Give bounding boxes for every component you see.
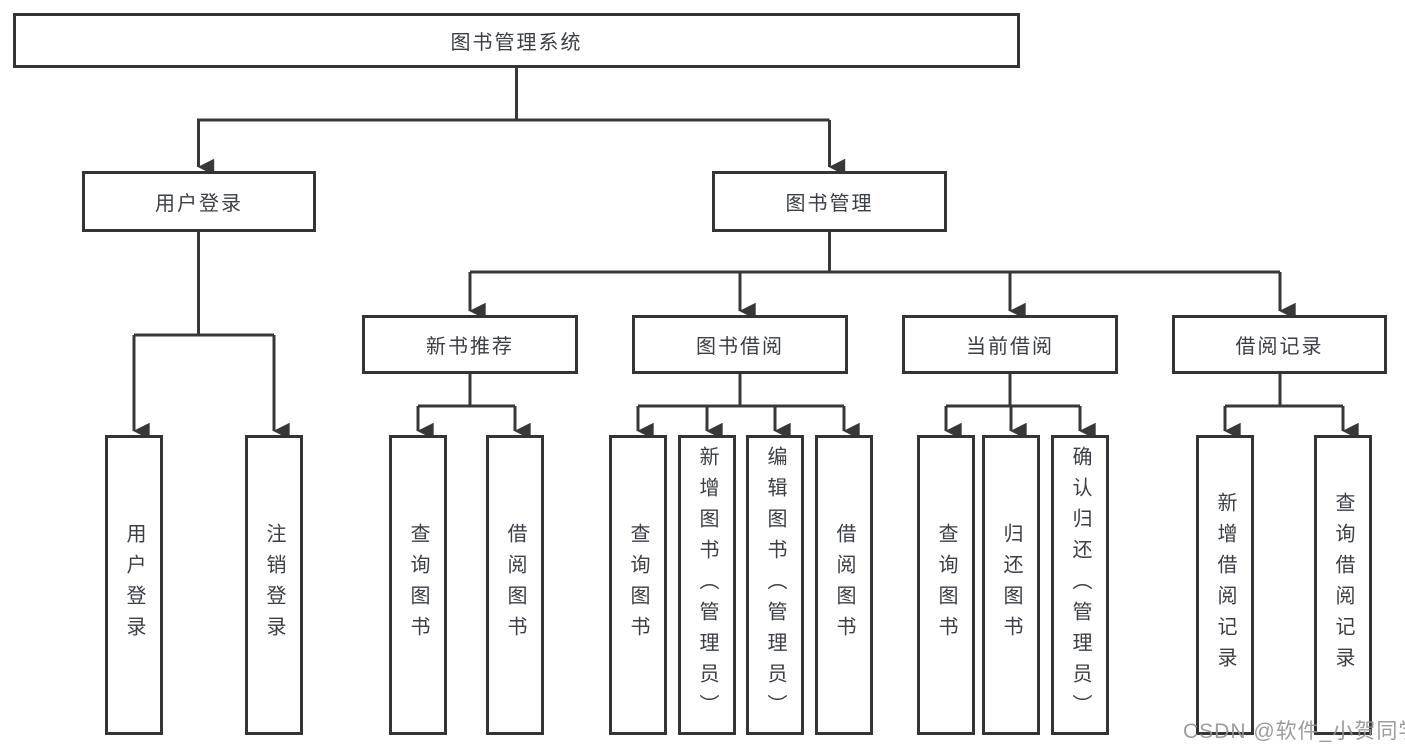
node-leaf-user-login-label: 用户登录 (123, 523, 145, 647)
node-leaf-user-login: 用户登录 (105, 435, 163, 735)
node-leaf-add-borrow-record-label: 新增借阅记录 (1214, 492, 1236, 678)
node-leaf-borrow-books: 借阅图书 (815, 435, 873, 735)
node-leaf-query-books-current: 查询图书 (917, 435, 975, 735)
node-borrowing-records: 借阅记录 (1172, 315, 1387, 374)
node-library-system: 图书管理系统 (13, 13, 1020, 68)
node-book-management: 图书管理 (712, 171, 947, 232)
node-leaf-query-books-borrow-label: 查询图书 (627, 523, 649, 647)
node-user-login: 用户登录 (82, 171, 316, 232)
node-leaf-edit-book-admin-label: 编辑图书（管理员） (764, 445, 786, 725)
node-leaf-borrow-books-label: 借阅图书 (833, 523, 855, 647)
node-leaf-add-borrow-record: 新增借阅记录 (1196, 435, 1254, 735)
node-leaf-query-borrow-record-label: 查询借阅记录 (1332, 492, 1354, 678)
node-leaf-borrow-books-recommend-label: 借阅图书 (504, 523, 526, 647)
node-user-login-label: 用户登录 (155, 193, 243, 215)
node-leaf-return-book-label: 归还图书 (1000, 523, 1022, 647)
node-book-borrowing-label: 图书借阅 (696, 336, 784, 358)
node-leaf-query-books-recommend-label: 查询图书 (407, 523, 429, 647)
node-new-book-recommend: 新书推荐 (362, 315, 578, 374)
node-leaf-return-book: 归还图书 (982, 435, 1040, 735)
node-leaf-edit-book-admin: 编辑图书（管理员） (746, 435, 804, 735)
node-leaf-logout: 注销登录 (245, 435, 303, 735)
node-current-borrowing: 当前借阅 (902, 315, 1118, 374)
node-leaf-add-book-admin: 新增图书（管理员） (678, 435, 736, 735)
node-leaf-query-books-borrow: 查询图书 (609, 435, 667, 735)
csdn-watermark: CSDN @软件_小贺同学 (1183, 720, 1405, 743)
node-leaf-query-borrow-record: 查询借阅记录 (1314, 435, 1372, 735)
node-book-borrowing: 图书借阅 (632, 315, 848, 374)
node-leaf-logout-label: 注销登录 (263, 523, 285, 647)
node-leaf-add-book-admin-label: 新增图书（管理员） (696, 445, 718, 725)
node-book-management-label: 图书管理 (785, 193, 874, 215)
node-new-book-recommend-label: 新书推荐 (426, 336, 514, 358)
node-leaf-query-books-recommend: 查询图书 (389, 435, 447, 735)
node-borrowing-records-label: 借阅记录 (1235, 336, 1324, 358)
node-leaf-borrow-books-recommend: 借阅图书 (486, 435, 544, 735)
node-current-borrowing-label: 当前借阅 (966, 336, 1054, 358)
node-library-system-label: 图书管理系统 (450, 32, 583, 54)
node-leaf-confirm-return-admin: 确认归还（管理员） (1051, 435, 1109, 735)
node-leaf-confirm-return-admin-label: 确认归还（管理员） (1069, 445, 1091, 725)
node-leaf-query-books-current-label: 查询图书 (935, 523, 957, 647)
